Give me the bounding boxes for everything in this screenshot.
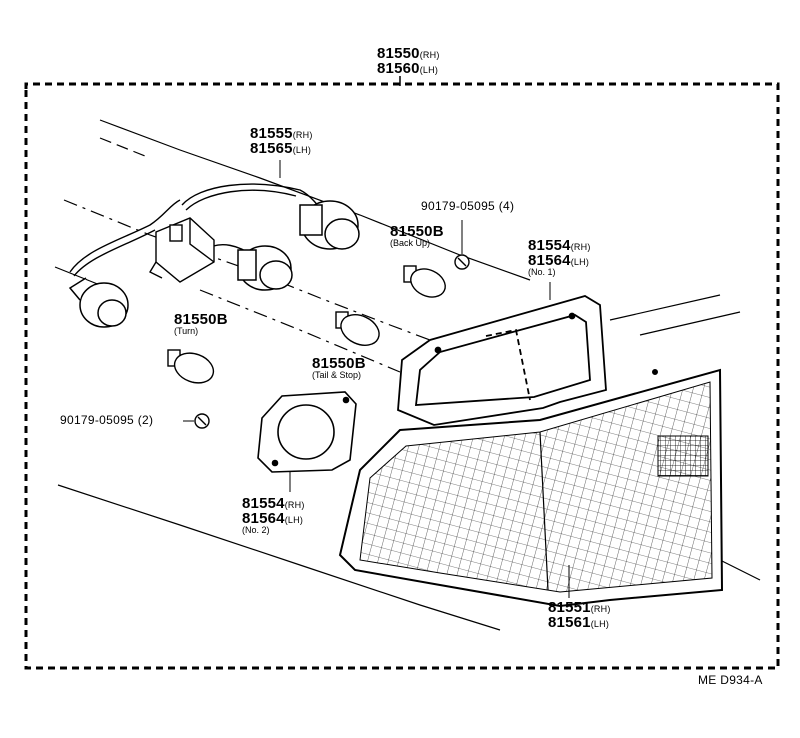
socket-left <box>68 277 129 328</box>
gasket-no1-label: 81554(RH) 81564(LH) (No. 1) <box>528 238 591 277</box>
assembly-rh-suffix: (RH) <box>419 50 440 60</box>
socket-wire-label: 81555(RH) 81565(LH) <box>250 126 313 156</box>
socket-middle <box>237 245 293 291</box>
screw-b-icon <box>194 413 210 429</box>
screw-a-icon <box>454 254 470 270</box>
screw-b-qty: (2) <box>137 413 154 427</box>
bulb-back-up <box>403 265 446 298</box>
screw-a-label: 90179-05095 (4) <box>421 200 514 212</box>
bulb-back-up-note: (Back Up) <box>390 238 431 248</box>
bulb-turn-note: (Turn) <box>174 326 199 336</box>
screw-b-part: 90179-05095 <box>60 413 135 427</box>
lens-lh-part: 81561 <box>548 614 591 631</box>
assembly-border <box>24 82 780 670</box>
gasket-no2-lh-suffix: (LH) <box>284 515 304 525</box>
gasket-no1-rh-part: 81554 <box>528 237 571 254</box>
bulb-tail-stop-label: 81550B (Tail & Stop) <box>312 356 366 380</box>
lens-rh-part: 81551 <box>548 599 591 616</box>
lens-label: 81551(RH) 81561(LH) <box>548 600 611 630</box>
assembly-lh-suffix: (LH) <box>419 65 439 75</box>
wire-connector <box>149 217 215 283</box>
bulb-turn-label: 81550B (Turn) <box>174 312 228 336</box>
socket-wire-lh-suffix: (LH) <box>292 145 312 155</box>
gasket-no2-rh-part: 81554 <box>242 495 285 512</box>
gasket-no1-lh-part: 81564 <box>528 252 571 269</box>
gasket-no1-rh-suffix: (RH) <box>570 242 591 252</box>
bulb-tail-stop <box>335 311 380 346</box>
bulb-tail-stop-part: 81550B <box>312 355 366 372</box>
gasket-no2-label: 81554(RH) 81564(LH) (No. 2) <box>242 496 305 535</box>
bulb-turn-part: 81550B <box>174 311 228 328</box>
lens <box>338 368 724 608</box>
gasket-no2-note: (No. 2) <box>242 525 270 535</box>
bulb-back-up-label: 81550B (Back Up) <box>390 224 444 248</box>
socket-top <box>299 200 360 250</box>
lens-rh-suffix: (RH) <box>590 604 611 614</box>
assembly-label: 81550(RH) 81560(LH) <box>377 46 440 76</box>
socket-wire-lh-part: 81565 <box>250 140 293 157</box>
assembly-rh-part: 81550 <box>377 45 420 62</box>
gasket-no1-note: (No. 1) <box>528 267 556 277</box>
gasket-no2-rh-suffix: (RH) <box>284 500 305 510</box>
gasket-no2-lh-part: 81564 <box>242 510 285 527</box>
bulb-tail-stop-note: (Tail & Stop) <box>312 370 362 380</box>
gasket-no2 <box>257 391 357 473</box>
socket-wire-rh-suffix: (RH) <box>292 130 313 140</box>
bulb-turn <box>167 349 215 384</box>
assembly-lh-part: 81560 <box>377 60 420 77</box>
figure-code: ME D934-A <box>698 673 763 687</box>
gasket-no1 <box>397 295 607 426</box>
screw-a-qty: (4) <box>498 199 515 213</box>
screw-b-label: 90179-05095 (2) <box>60 414 153 426</box>
bulb-back-up-part: 81550B <box>390 223 444 240</box>
gasket-no1-lh-suffix: (LH) <box>570 257 590 267</box>
screw-a-part: 90179-05095 <box>421 199 496 213</box>
socket-wire-rh-part: 81555 <box>250 125 293 142</box>
lens-lh-suffix: (LH) <box>590 619 610 629</box>
